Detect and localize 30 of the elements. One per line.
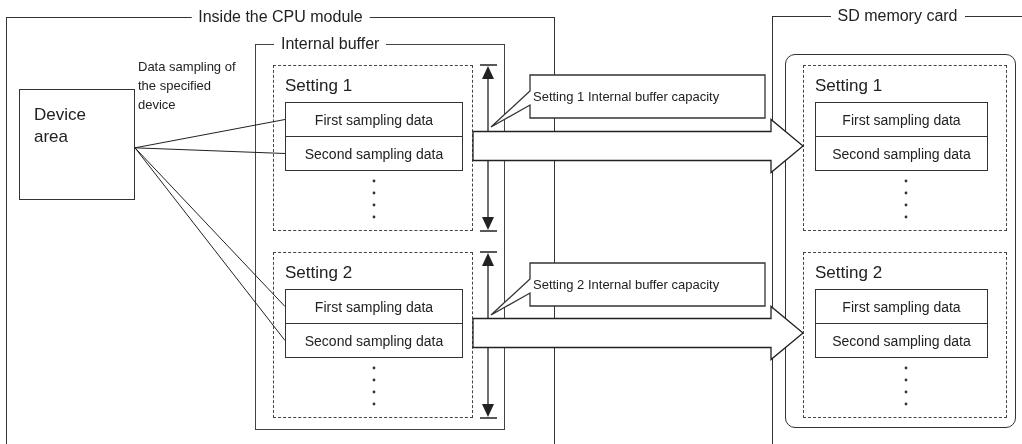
connector-line xyxy=(134,147,286,154)
setting-title: Setting 2 xyxy=(285,263,353,283)
connector-line xyxy=(134,147,286,307)
device-box xyxy=(19,89,135,200)
data-row: Second sampling data xyxy=(815,323,988,358)
callout-text: Setting 2 Internal buffer capacity xyxy=(533,276,720,294)
setting-group xyxy=(273,65,473,231)
callout-bubble xyxy=(490,74,766,128)
data-row: Second sampling data xyxy=(815,136,988,171)
data-row: First sampling data xyxy=(815,102,988,137)
memory-card-box xyxy=(785,54,1016,428)
callout-bubble xyxy=(490,262,766,316)
data-row: First sampling data xyxy=(285,289,463,324)
callout-text: Setting 1 Internal buffer capacity xyxy=(533,88,720,106)
setting-title: Setting 2 xyxy=(815,263,883,283)
data-row: Second sampling data xyxy=(285,136,463,171)
device-label: Device area xyxy=(34,104,87,148)
block-arrow xyxy=(472,118,804,174)
block-arrow xyxy=(472,305,804,361)
note-text: Data sampling of the specified device xyxy=(138,58,237,114)
setting-group xyxy=(803,65,1007,231)
data-row: First sampling data xyxy=(815,289,988,324)
setting-group xyxy=(273,252,473,418)
setting-title: Setting 1 xyxy=(285,76,353,96)
setting-title: Setting 1 xyxy=(815,76,883,96)
data-row: First sampling data xyxy=(285,102,463,137)
frame-title: SD memory card xyxy=(830,7,965,25)
connector-line xyxy=(134,147,286,341)
setting-group xyxy=(803,252,1007,418)
data-row: Second sampling data xyxy=(285,323,463,358)
